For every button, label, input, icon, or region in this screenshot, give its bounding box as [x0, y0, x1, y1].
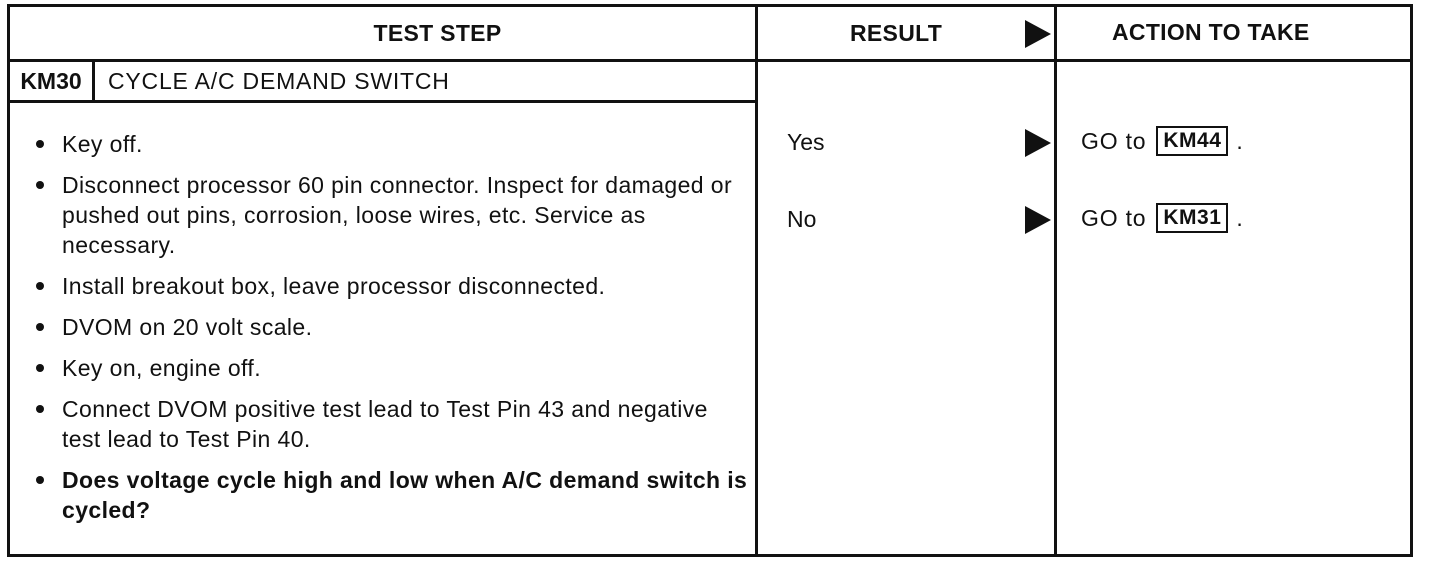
- bullet-icon: [36, 364, 44, 372]
- bullet-icon: [36, 323, 44, 331]
- action-suffix: .: [1236, 127, 1244, 154]
- result-no: No: [787, 206, 817, 232]
- column-divider: [1054, 7, 1057, 554]
- action-prefix: GO to: [1081, 127, 1147, 154]
- goto-step-link[interactable]: KM44: [1156, 126, 1229, 156]
- action-yes: GO to KM44 .: [1081, 126, 1244, 156]
- step-title-divider: [10, 100, 755, 103]
- arrow-right-icon: [1025, 20, 1051, 48]
- instruction-item: Connect DVOM positive test lead to Test …: [30, 394, 750, 454]
- action-header: ACTION TO TAKE: [1112, 18, 1310, 45]
- arrow-right-icon: [1025, 206, 1051, 234]
- instruction-text: Disconnect processor 60 pin connector. I…: [62, 172, 733, 258]
- instruction-item: DVOM on 20 volt scale.: [30, 312, 750, 342]
- action-no: GO to KM31 .: [1081, 203, 1244, 233]
- arrow-right-icon: [1025, 129, 1051, 157]
- header-divider: [10, 59, 1410, 62]
- instruction-text: DVOM on 20 volt scale.: [62, 314, 313, 340]
- step-id-divider: [92, 62, 95, 100]
- instruction-question: Does voltage cycle high and low when A/C…: [30, 465, 750, 525]
- instruction-text: Key on, engine off.: [62, 355, 261, 381]
- test-step-table: TEST STEP RESULT ACTION TO TAKE KM30 CYC…: [7, 4, 1413, 557]
- instruction-item: Key off.: [30, 129, 750, 159]
- test-step-header: TEST STEP: [373, 20, 502, 46]
- instruction-text: Does voltage cycle high and low when A/C…: [62, 467, 748, 523]
- bullet-icon: [36, 476, 44, 484]
- bullet-icon: [36, 181, 44, 189]
- column-divider: [755, 7, 758, 554]
- result-header: RESULT: [850, 20, 943, 46]
- action-suffix: .: [1236, 204, 1244, 231]
- instruction-item: Disconnect processor 60 pin connector. I…: [30, 170, 750, 260]
- instruction-text: Connect DVOM positive test lead to Test …: [62, 396, 708, 452]
- instruction-item: Key on, engine off.: [30, 353, 750, 383]
- bullet-icon: [36, 282, 44, 290]
- step-title: CYCLE A/C DEMAND SWITCH: [108, 67, 450, 94]
- instruction-item: Install breakout box, leave processor di…: [30, 271, 750, 301]
- instruction-text: Key off.: [62, 131, 143, 157]
- step-id: KM30: [20, 67, 82, 94]
- instruction-text: Install breakout box, leave processor di…: [62, 273, 606, 299]
- result-yes: Yes: [787, 129, 825, 155]
- goto-step-link[interactable]: KM31: [1156, 203, 1229, 233]
- action-prefix: GO to: [1081, 204, 1147, 231]
- instruction-list: Key off. Disconnect processor 60 pin con…: [30, 129, 750, 536]
- bullet-icon: [36, 405, 44, 413]
- bullet-icon: [36, 140, 44, 148]
